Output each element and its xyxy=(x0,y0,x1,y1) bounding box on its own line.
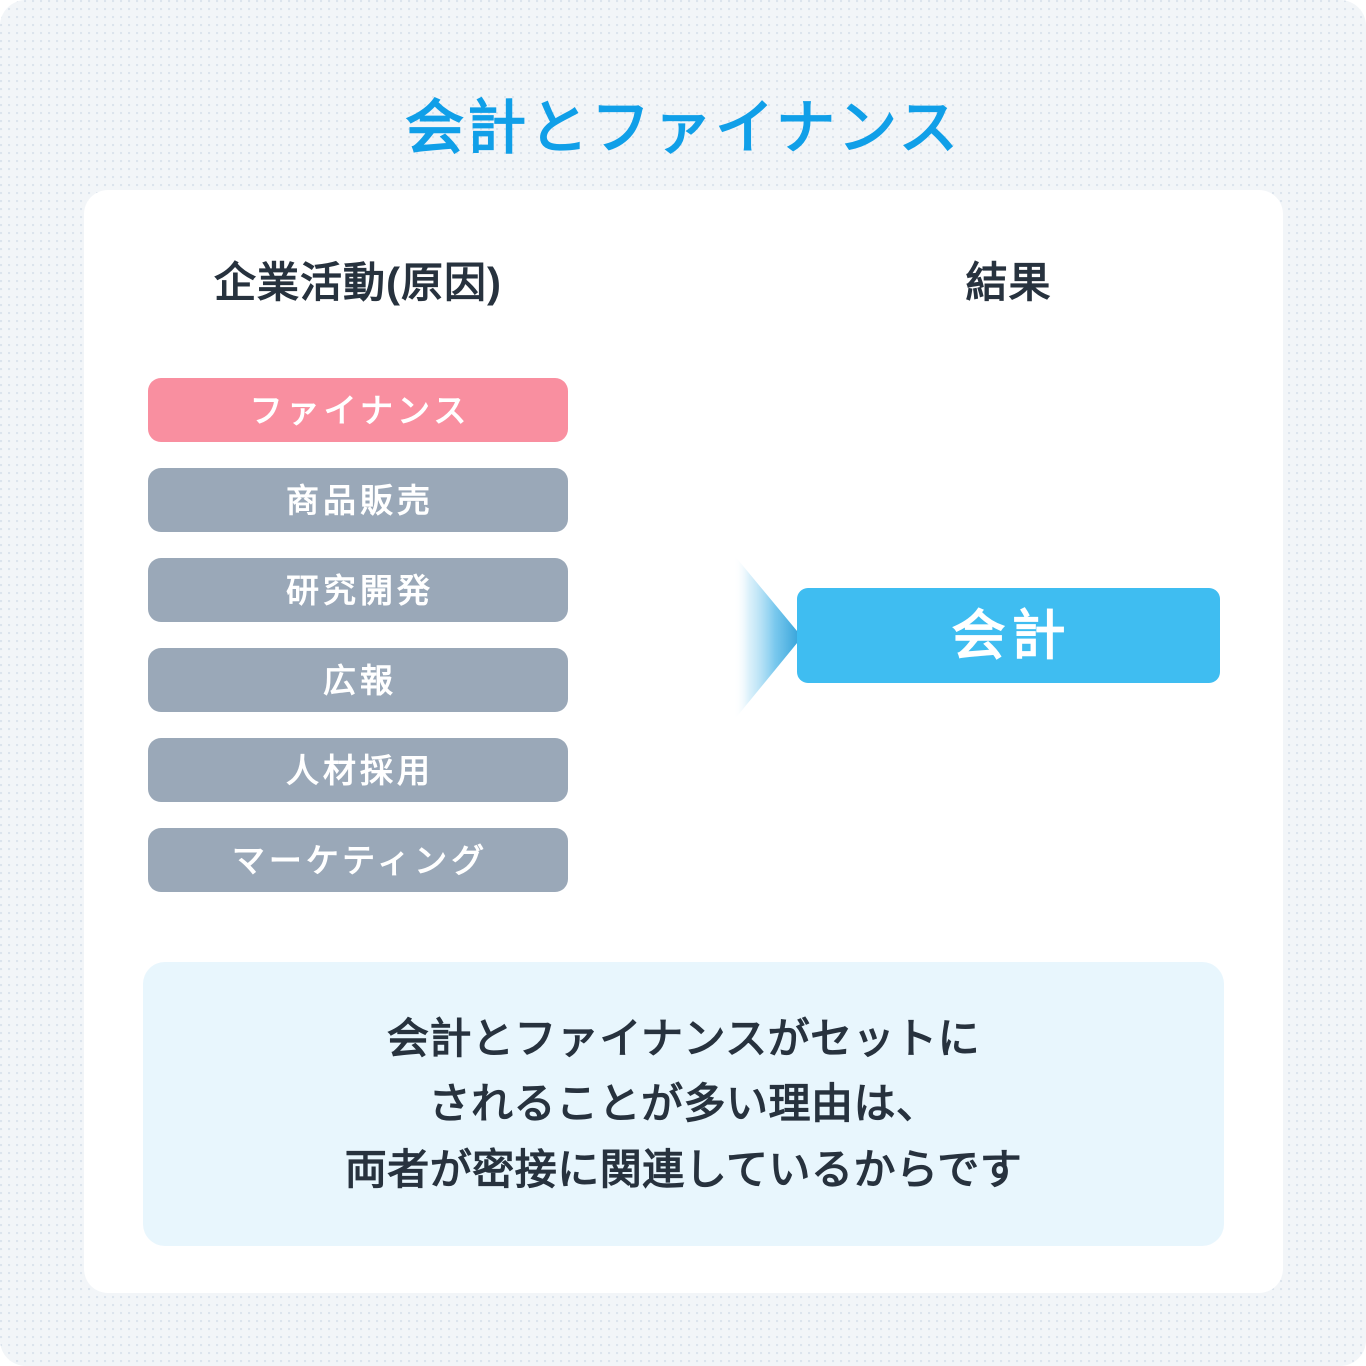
diagram-card: 企業活動(原因) 結果 ファイナンス 商品販売 研究開発 広報 人材採用 マーケ… xyxy=(84,190,1283,1293)
note-line-2: されることが多い理由は、 xyxy=(428,1080,939,1128)
result-box-label: 会計 xyxy=(951,605,1072,666)
result-box-accounting[interactable]: 会計 xyxy=(797,588,1220,683)
activity-pill-label: 研究開発 xyxy=(286,571,434,609)
note-line-1: 会計とファイナンスがセットに xyxy=(386,1015,981,1063)
activity-pill-label: 人材採用 xyxy=(286,751,434,789)
result-column-heading: 結果 xyxy=(965,259,1052,306)
note-line-3: 両者が密接に関連しているからです xyxy=(344,1145,1023,1193)
activity-pill-label: 広報 xyxy=(323,661,397,699)
cause-column-heading: 企業活動(原因) xyxy=(214,259,502,306)
activity-pill-label: 商品販売 xyxy=(286,481,434,519)
activity-pill-rnd[interactable]: 研究開発 xyxy=(148,558,568,622)
explanation-note-box: 会計とファイナンスがセットに されることが多い理由は、 両者が密接に関連している… xyxy=(143,962,1224,1246)
activity-pill-recruiting[interactable]: 人材採用 xyxy=(148,738,568,802)
activity-pill-label: ファイナンス xyxy=(249,391,471,429)
activity-pill-list: ファイナンス 商品販売 研究開発 広報 人材採用 マーケティング xyxy=(148,378,568,892)
activity-pill-pr[interactable]: 広報 xyxy=(148,648,568,712)
right-triangle-arrow-icon xyxy=(650,555,805,720)
page-title: 会計とファイナンス xyxy=(405,94,961,161)
activity-pill-label: マーケティング xyxy=(231,841,489,879)
activity-pill-finance[interactable]: ファイナンス xyxy=(148,378,568,442)
activity-pill-marketing[interactable]: マーケティング xyxy=(148,828,568,892)
activity-pill-product-sales[interactable]: 商品販売 xyxy=(148,468,568,532)
